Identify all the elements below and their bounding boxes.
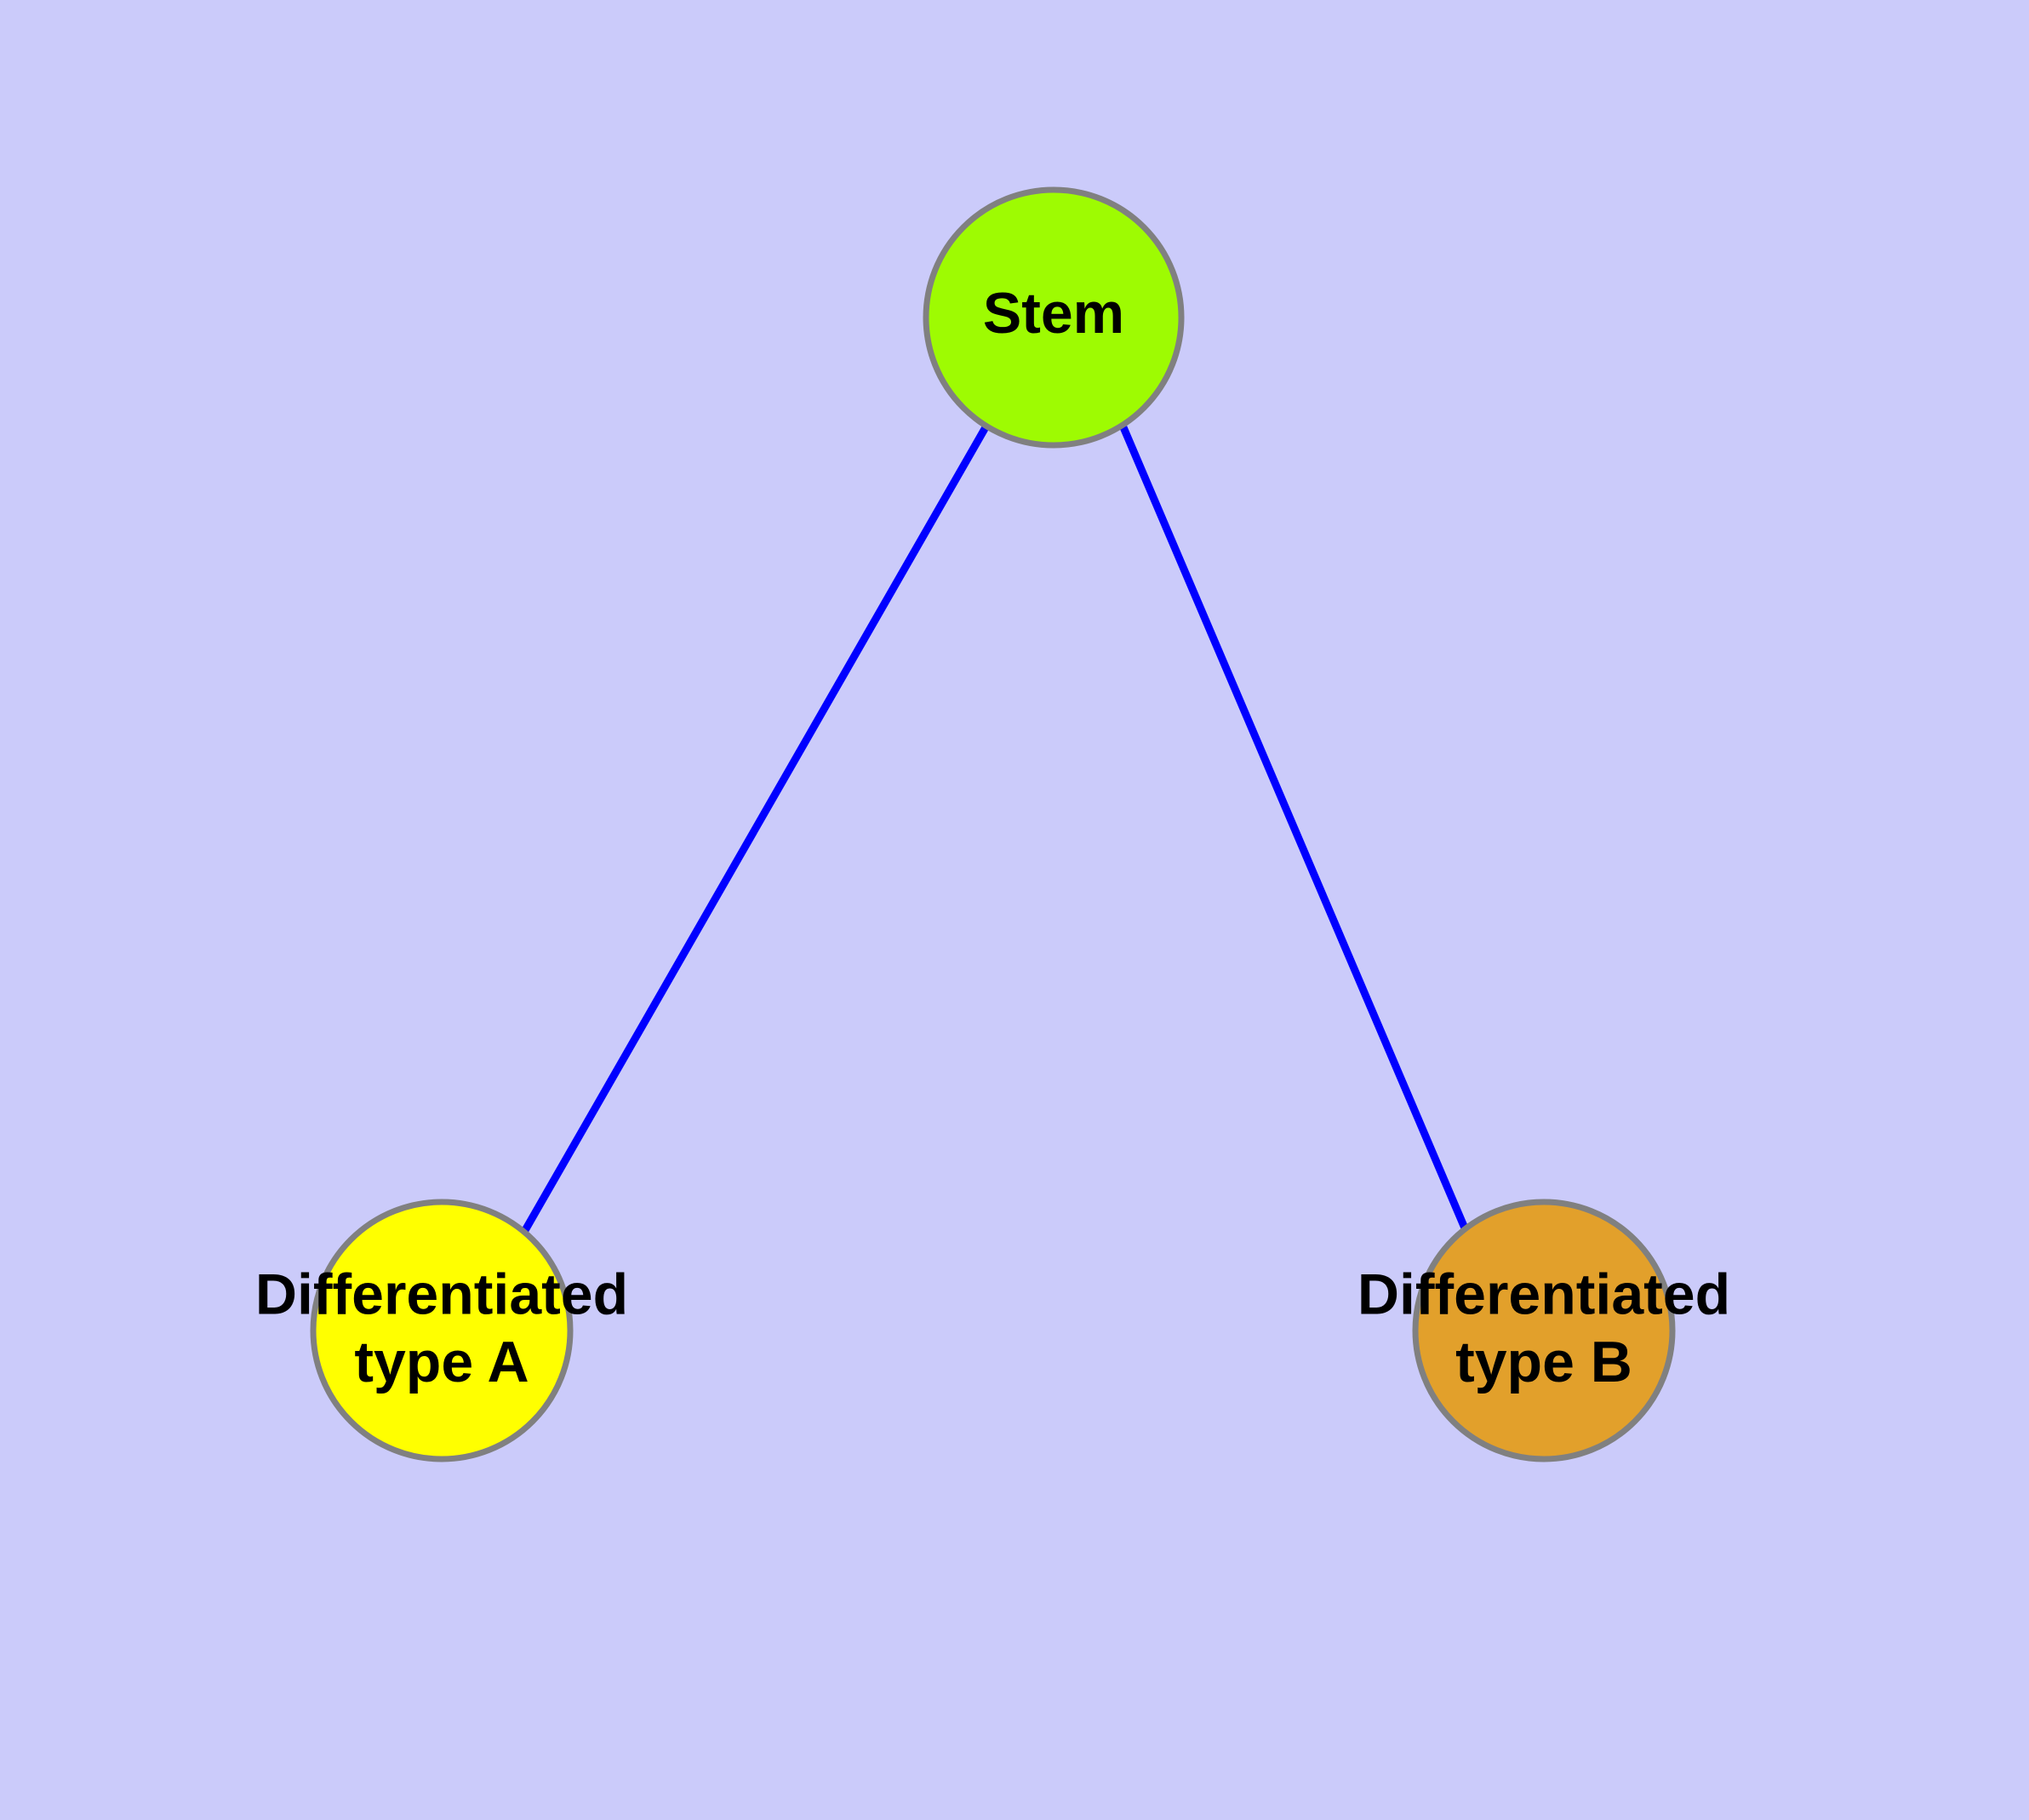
node-stem-circle[interactable] (923, 186, 1185, 449)
node-differentiated-type-b-label-line2: type B (1455, 1330, 1632, 1394)
node-differentiated-type-b[interactable]: Differentiated type B (1357, 1199, 1730, 1462)
node-differentiated-type-a-circle[interactable] (310, 1199, 574, 1462)
node-differentiated-type-a[interactable]: Differentiated type A (255, 1199, 628, 1462)
edge-stem-to-differentiated-type-b[interactable] (1119, 426, 1470, 1232)
node-differentiated-type-b-circle[interactable] (1412, 1199, 1676, 1462)
node-stem[interactable]: Stem (923, 186, 1185, 449)
node-stem-label-line1: Stem (983, 281, 1124, 346)
edge-layer (521, 425, 1470, 1234)
node-layer: Stem Differentiated type A Differentiate… (255, 186, 1730, 1462)
node-differentiated-type-a-label-line2: type A (354, 1330, 529, 1394)
edge-stem-to-differentiated-type-a[interactable] (521, 425, 989, 1234)
node-differentiated-type-b-label-line1: Differentiated (1357, 1262, 1730, 1327)
node-differentiated-type-a-label-line1: Differentiated (255, 1262, 628, 1327)
